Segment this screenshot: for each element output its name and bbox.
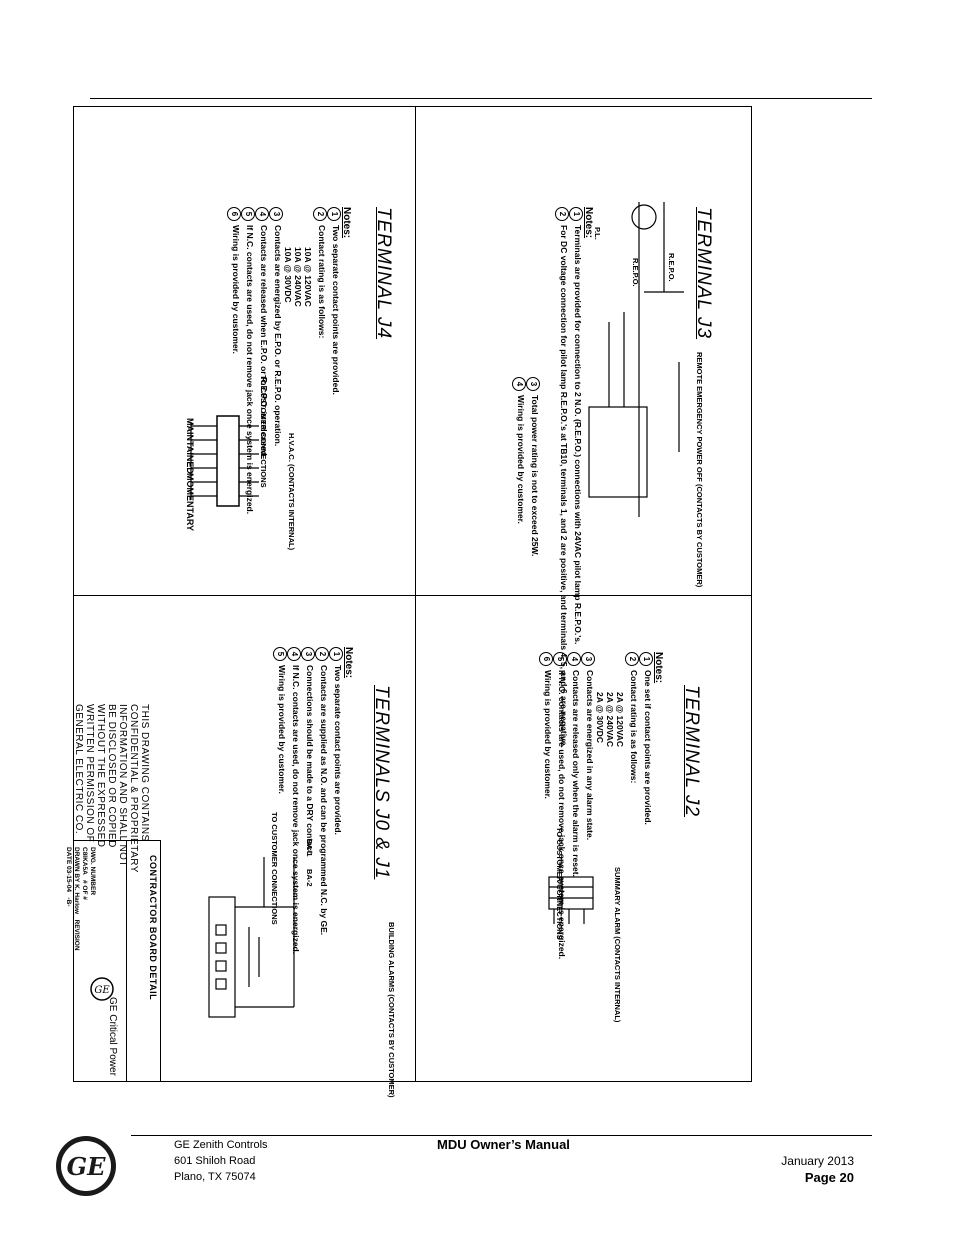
terminals-j0-j1-heading: TERMINALS J0 & J1 [371, 685, 392, 880]
note-item: 2Contact rating is as follows: [313, 207, 327, 514]
note-item: 1One set if contact points are provided. [639, 652, 653, 959]
footer-address-1: 601 Shiloh Road [174, 1155, 256, 1167]
svg-text:GE: GE [94, 985, 110, 996]
title-block [74, 840, 161, 1082]
terminal-j2-heading: TERMINAL J2 [681, 685, 702, 818]
terminal-j3-notes-2: 3Total power rating is not to exceed 25W… [512, 377, 540, 556]
drawing-horizontal-divider [74, 595, 751, 596]
note-item: 3Total power rating is not to exceed 25W… [526, 377, 540, 556]
note-item: 4Wiring is provided by customer. [512, 377, 526, 556]
j3-repo-2: R.E.P.O. [631, 258, 640, 287]
footer-address-2: Plano, TX 75074 [174, 1171, 256, 1183]
note-item: 1Two separate contact points are provide… [327, 207, 341, 514]
footer-page-number: Page 20 [804, 1170, 854, 1185]
j4-connector [190, 415, 259, 507]
j4-momentary: MOMENTARY [185, 473, 195, 531]
footer-rule [131, 1135, 872, 1136]
ge-logo-small-icon: GE [90, 977, 114, 1001]
terminal-j4-heading: TERMINAL J4 [373, 207, 394, 340]
j0-j1-connector [208, 857, 295, 1018]
wiring-drawing: TERMINAL J4 Notes: 1Two separate contact… [65, 106, 752, 1098]
j3-repo-1: R.E.P.O. [667, 253, 676, 282]
header-rule [90, 98, 872, 99]
j0-j1-title: BUILDING ALARMS (CONTACTS BY CUSTOMER) [387, 922, 396, 1098]
note-item: 2Contact rating is as follows: [625, 652, 639, 959]
j4-maintained: MAINTAINED [185, 418, 195, 474]
title-block-title: CONTRACTOR BOARD DETAIL [148, 855, 158, 1001]
rating-line: 10A @ 120VAC [303, 247, 313, 307]
drawing-vertical-divider [415, 107, 416, 1081]
footer-manual-title: MDU Owner’s Manual [437, 1137, 570, 1152]
title-block-company: GE Critical Power [107, 997, 118, 1076]
footer-company: GE Zenith Controls [174, 1139, 268, 1151]
j2-connector [548, 876, 594, 924]
footer-date: January 2013 [781, 1154, 854, 1168]
ge-logo-icon: GE [56, 1136, 116, 1196]
j3-wiring [588, 202, 684, 517]
svg-text:GE: GE [67, 1152, 106, 1181]
j3-pilot-lamp: P.L. [593, 227, 602, 240]
title-block-fields: DWG. NUMBER C8IKA5A # OF # DRAWN BY K. H… [65, 847, 96, 951]
notes-title: Notes: [341, 207, 352, 239]
